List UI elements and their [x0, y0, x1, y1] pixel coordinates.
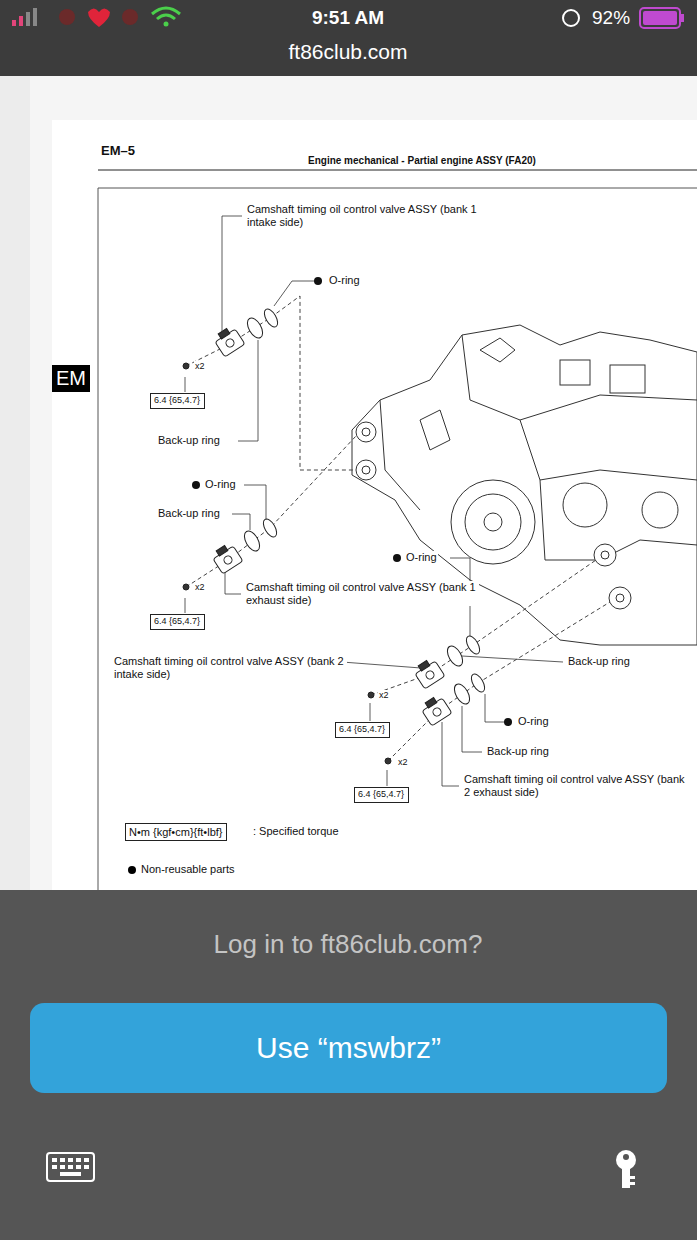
part-name: O-ring — [204, 478, 237, 491]
part-name: Camshaft timing oil control valve ASSY (… — [463, 773, 691, 798]
bolt-count: x2 — [194, 361, 206, 371]
part-name: Camshaft timing oil control valve ASSY (… — [113, 655, 347, 680]
torque-unit-box: N•m {kgf•cm}{ft•lbf} — [125, 823, 227, 841]
part-name: Back-up ring — [567, 655, 631, 668]
bolt-count: x2 — [194, 582, 206, 592]
section-tab: EM — [52, 365, 90, 392]
part-name: O-ring — [328, 274, 361, 287]
node-text: Use “mswbrz” — [256, 1031, 441, 1065]
bolt-count: x2 — [378, 690, 390, 700]
site-address: ft86club.com — [288, 40, 407, 64]
bolt-count: x2 — [397, 757, 409, 767]
part-name: Back-up ring — [486, 745, 550, 758]
legend-note: : Specified torque — [252, 825, 340, 838]
node-text: EM — [56, 367, 86, 389]
node-text: 6.4 {65,4.7} — [154, 616, 200, 626]
part-name: Camshaft timing oil control valve ASSY (… — [245, 581, 479, 606]
login-button: Use “mswbrz” — [30, 1003, 667, 1093]
node-text: N•m {kgf•cm}{ft•lbf} — [129, 826, 222, 838]
page-title: Engine mechanical - Partial engine ASSY … — [308, 155, 536, 167]
page-number: EM–5 — [100, 144, 136, 159]
part-name: O-ring — [405, 551, 438, 564]
status-time: 9:51 AM — [312, 7, 384, 29]
node-text: 6.4 {65,4.7} — [154, 395, 200, 405]
legend-dot — [128, 866, 136, 874]
torque-box: 6.4 {65,4.7} — [335, 722, 390, 738]
battery-percent: 92% — [592, 7, 630, 29]
legend-text: Non-reusable parts — [141, 863, 235, 876]
part-name: Camshaft timing oil control valve ASSY (… — [246, 203, 480, 228]
node-text: 6.4 {65,4.7} — [358, 789, 404, 799]
torque-box: 6.4 {65,4.7} — [150, 614, 205, 630]
part-name: Back-up ring — [157, 507, 221, 520]
torque-box: 6.4 {65,4.7} — [150, 393, 205, 409]
torque-box: 6.4 {65,4.7} — [354, 787, 409, 803]
node-text: 6.4 {65,4.7} — [339, 724, 385, 734]
part-name: O-ring — [517, 715, 550, 728]
login-prompt: Log in to ft86club.com? — [214, 930, 483, 960]
part-name: Back-up ring — [157, 434, 221, 447]
